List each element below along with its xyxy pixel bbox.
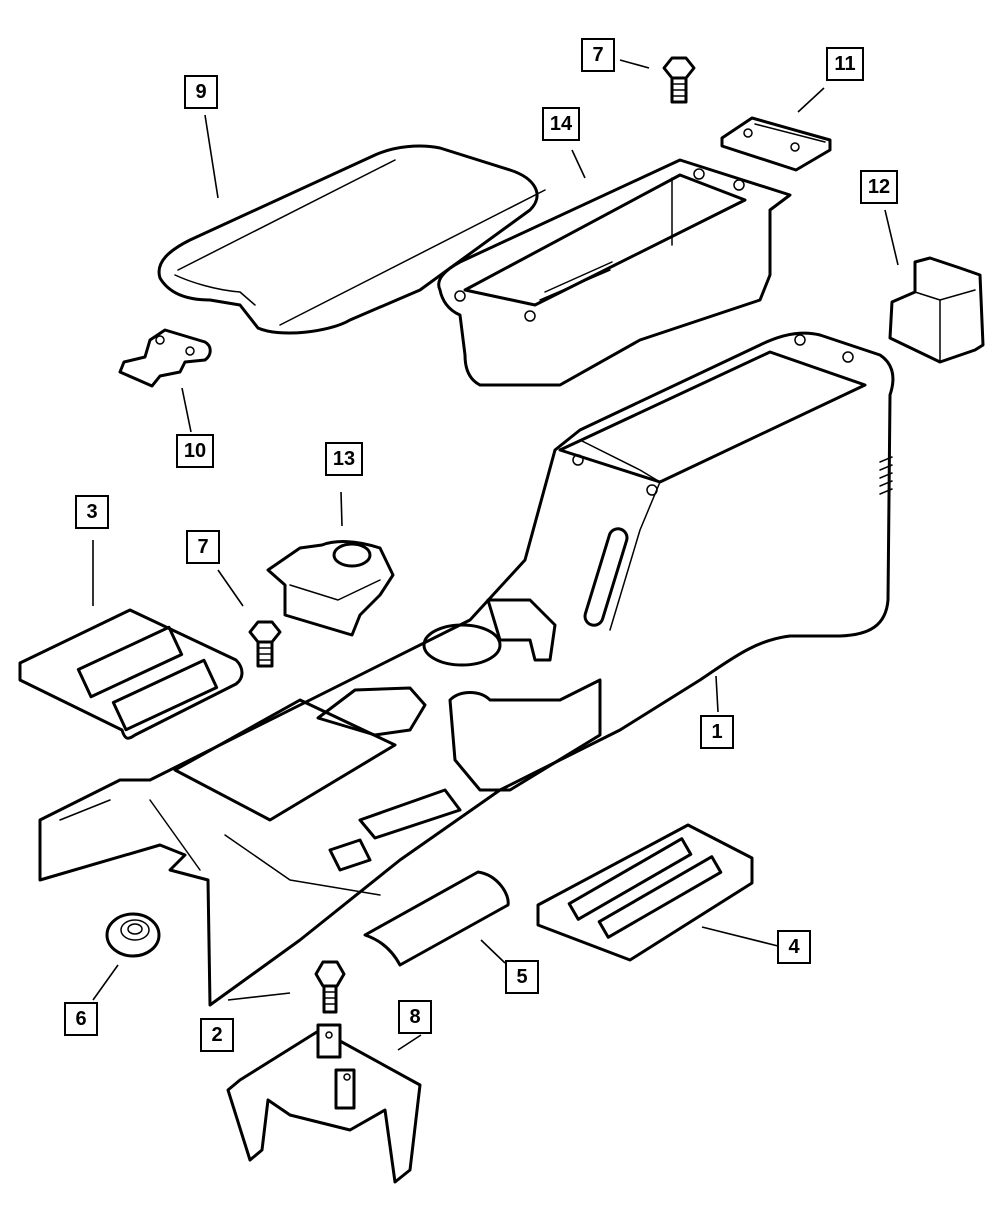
leader-lines [92, 59, 899, 1051]
power-outlet-bezel[interactable] [888, 256, 985, 364]
grommet[interactable] [105, 912, 161, 958]
callout-5: 5 [505, 960, 539, 994]
callout-8: 8 [398, 1000, 432, 1034]
callout-1: 1 [700, 715, 734, 749]
callout-2: 2 [200, 1018, 234, 1052]
latch[interactable] [118, 328, 212, 388]
callout-13: 13 [325, 442, 363, 476]
armrest-lid[interactable] [157, 144, 546, 335]
callout-9: 9 [184, 75, 218, 109]
callout-12: 12 [860, 170, 898, 204]
mounting-bracket[interactable] [226, 1023, 422, 1184]
callout-6: 6 [64, 1002, 98, 1036]
callout-3: 3 [75, 495, 109, 529]
front-bin-mat[interactable] [18, 608, 244, 740]
callout-4: 4 [777, 930, 811, 964]
trim-panel[interactable] [363, 870, 510, 967]
floor-console-body[interactable] [38, 331, 895, 1007]
hinge[interactable] [720, 116, 832, 172]
callout-11: 11 [826, 47, 864, 81]
armrest-bolt-upper[interactable] [662, 56, 696, 104]
shift-boot-bezel[interactable] [266, 540, 395, 637]
callout-7-upper: 7 [581, 38, 615, 72]
rear-bin-mat[interactable] [536, 823, 754, 962]
callout-14: 14 [542, 107, 580, 141]
callout-10: 10 [176, 434, 214, 468]
console-screw[interactable] [314, 960, 346, 1014]
callout-7-lower: 7 [186, 530, 220, 564]
storage-bin-tray[interactable] [437, 158, 792, 387]
armrest-bolt-lower[interactable] [248, 620, 282, 668]
